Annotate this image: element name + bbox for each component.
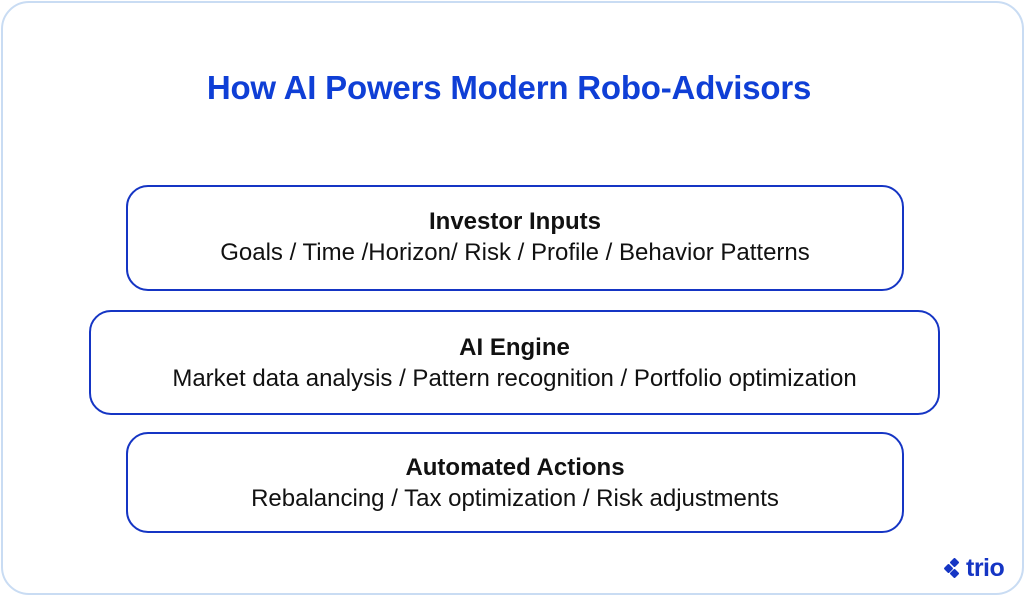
investor-inputs-heading: Investor Inputs [428,208,602,235]
trio-logo-icon [943,558,963,578]
automated-actions-heading: Automated Actions [405,454,625,481]
ai-engine-heading: AI Engine [459,334,570,361]
ai-engine-details: Market data analysis / Pattern recogniti… [172,365,857,392]
automated-actions-box: Automated Actions Rebalancing / Tax opti… [126,432,904,533]
trio-logo: trio [943,554,1005,582]
investor-inputs-details: Goals / Time /Horizon/ Risk / Profile / … [220,239,810,266]
automated-actions-details: Rebalancing / Tax optimization / Risk ad… [251,485,779,512]
diagram-title: How AI Powers Modern Robo-Advisors [206,69,812,106]
trio-logo-text: trio [966,554,1005,582]
ai-engine-box: AI Engine Market data analysis / Pattern… [89,310,940,415]
investor-inputs-box: Investor Inputs Goals / Time /Horizon/ R… [126,185,904,291]
